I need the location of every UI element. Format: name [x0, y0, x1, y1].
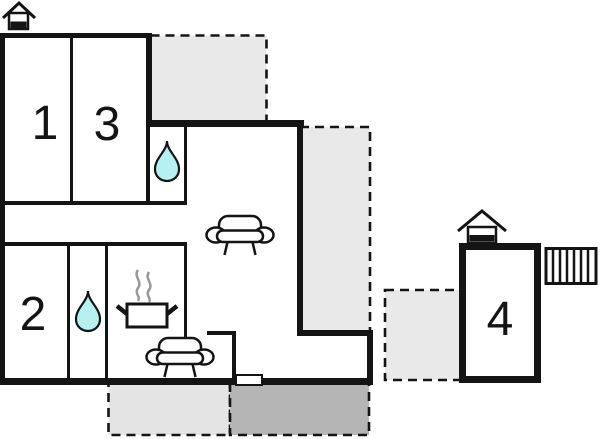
wall-segment — [367, 330, 373, 385]
wall-segment — [146, 127, 150, 205]
room-4-outline — [459, 243, 541, 383]
room-label-2: 2 — [20, 288, 47, 341]
terrace-bottom-right — [228, 379, 371, 437]
wall-segment — [0, 33, 5, 384]
wall-segment — [67, 242, 70, 382]
room-label-4: 4 — [487, 293, 514, 346]
door-marker-icon — [235, 374, 263, 386]
wall-segment — [0, 242, 187, 246]
terrace-top-right — [149, 34, 268, 126]
wall-segment — [297, 330, 373, 336]
wall-segment — [0, 378, 373, 385]
steam-icon — [135, 269, 141, 302]
room-label-1: 1 — [32, 97, 59, 150]
wall-segment — [0, 33, 152, 38]
room-label-3: 3 — [94, 98, 121, 151]
stairs-icon — [544, 247, 598, 285]
wall-segment — [146, 33, 152, 127]
wall-segment — [70, 38, 73, 203]
wall-segment — [184, 127, 187, 205]
wall-segment — [105, 242, 108, 382]
sofa-icon — [205, 214, 275, 256]
sofa-icon — [145, 336, 215, 378]
stove-pot-icon — [115, 269, 179, 329]
terrace-middle — [383, 288, 463, 382]
wall-segment — [207, 331, 236, 335]
wall-segment — [146, 120, 304, 127]
steam-icon — [146, 271, 152, 303]
terrace-right-strip — [298, 125, 372, 334]
wall-segment — [297, 120, 303, 336]
wall-segment — [0, 201, 187, 205]
wall-segment — [232, 331, 236, 382]
terrace-bottom-left — [107, 379, 232, 437]
wall-segment — [184, 242, 187, 338]
entrance-house-icon — [457, 209, 507, 245]
water-drop-icon — [153, 140, 181, 183]
water-drop-icon — [74, 290, 102, 333]
entrance-house-icon — [1, 0, 37, 31]
